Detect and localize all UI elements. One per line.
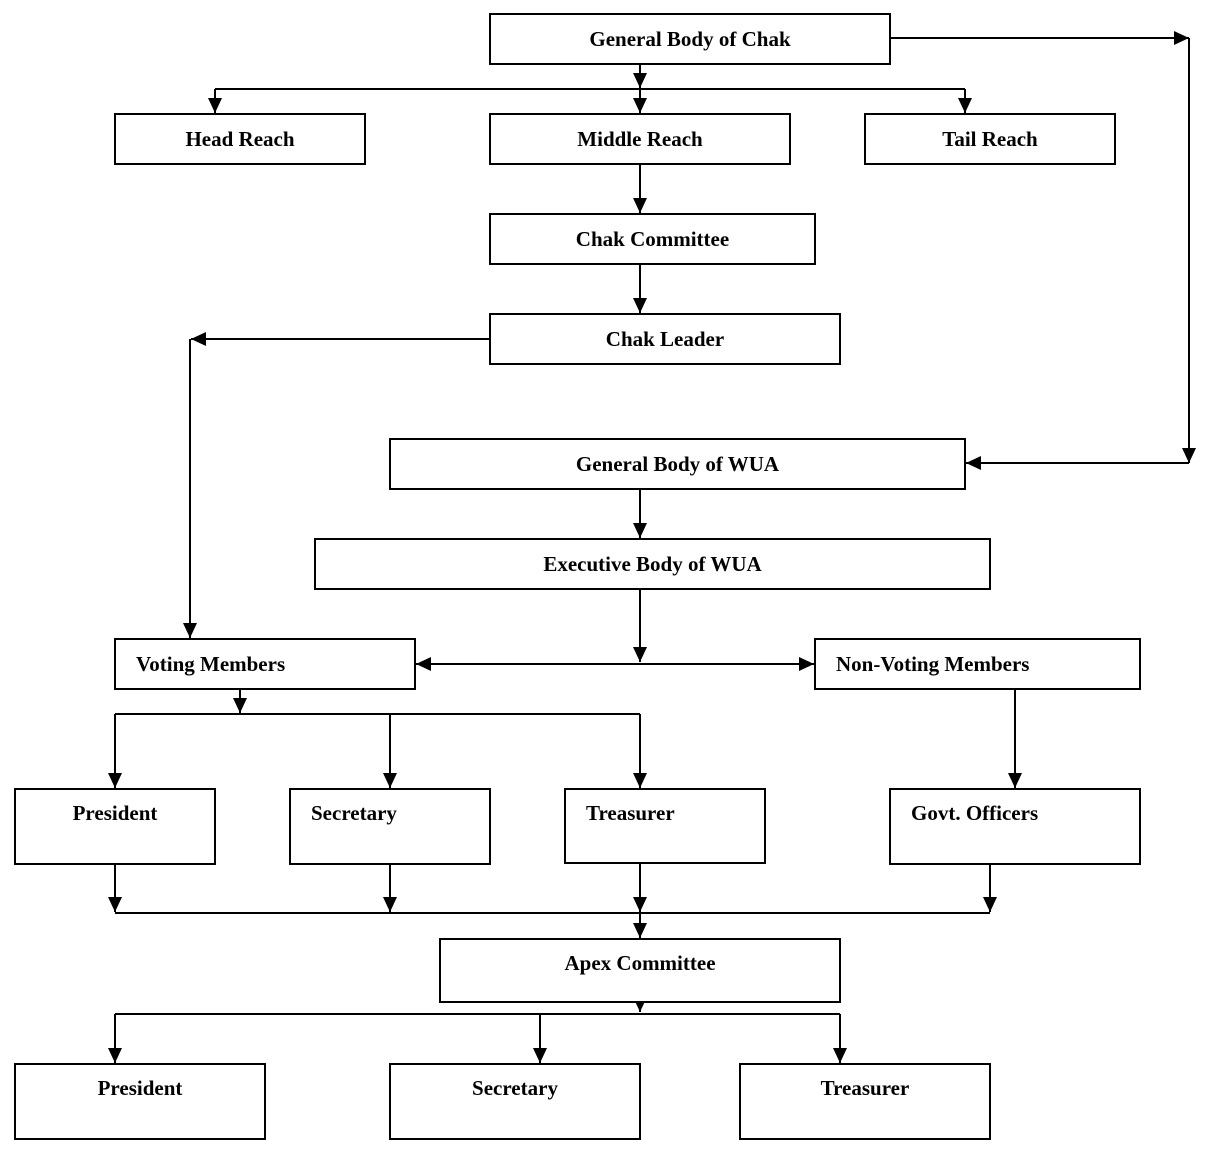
node-govt-officers: Govt. Officers [889, 788, 1141, 865]
node-label: Non-Voting Members [836, 651, 1030, 676]
node-label: General Body of Chak [589, 26, 791, 51]
node-label: Secretary [472, 1076, 558, 1100]
node-label: Chak Committee [575, 226, 730, 251]
node-label: Chak Leader [605, 326, 725, 351]
node-label: President [72, 801, 158, 825]
node-label: Treasurer [586, 801, 675, 825]
node-label: Govt. Officers [911, 801, 1039, 825]
node-middle-reach: Middle Reach [489, 113, 791, 165]
node-label: Secretary [311, 801, 397, 825]
node-executive-body-of-wua: Executive Body of WUA [314, 538, 991, 590]
node-treasurer: Treasurer [564, 788, 766, 864]
node-apex-secretary: Secretary [389, 1063, 641, 1140]
node-apex-president: President [14, 1063, 266, 1140]
node-label: Middle Reach [577, 126, 703, 151]
node-general-body-of-chak: General Body of Chak [489, 13, 891, 65]
node-non-voting-members: Non-Voting Members [814, 638, 1141, 690]
node-label: Head Reach [185, 126, 295, 151]
node-label: Tail Reach [942, 126, 1038, 151]
node-label: Apex Committee [564, 951, 716, 975]
node-president: President [14, 788, 216, 865]
node-label: General Body of WUA [575, 451, 780, 476]
node-secretary: Secretary [289, 788, 491, 865]
node-head-reach: Head Reach [114, 113, 366, 165]
node-chak-committee: Chak Committee [489, 213, 816, 265]
node-general-body-of-wua: General Body of WUA [389, 438, 966, 490]
node-apex-committee: Apex Committee [439, 938, 841, 1003]
node-label: President [97, 1076, 183, 1100]
node-label: Executive Body of WUA [543, 551, 762, 576]
node-voting-members: Voting Members [114, 638, 416, 690]
node-chak-leader: Chak Leader [489, 313, 841, 365]
node-label: Treasurer [820, 1076, 910, 1100]
node-apex-treasurer: Treasurer [739, 1063, 991, 1140]
node-tail-reach: Tail Reach [864, 113, 1116, 165]
node-label: Voting Members [136, 651, 286, 676]
